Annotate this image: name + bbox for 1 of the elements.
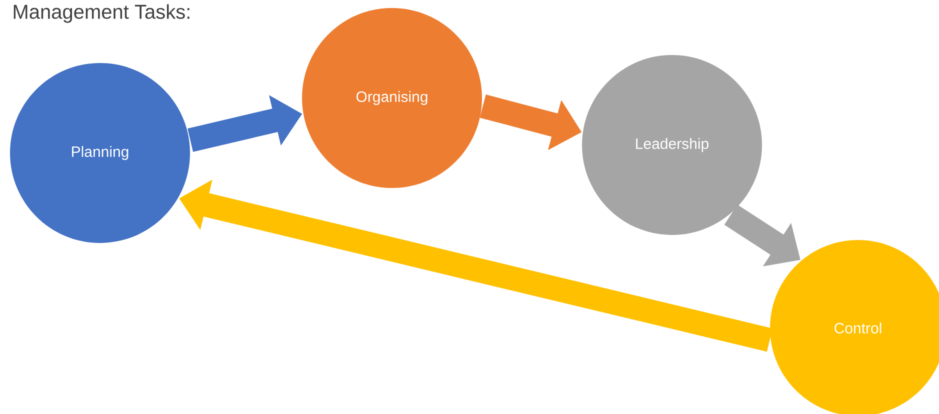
title: Management Tasks: xyxy=(14,4,190,23)
